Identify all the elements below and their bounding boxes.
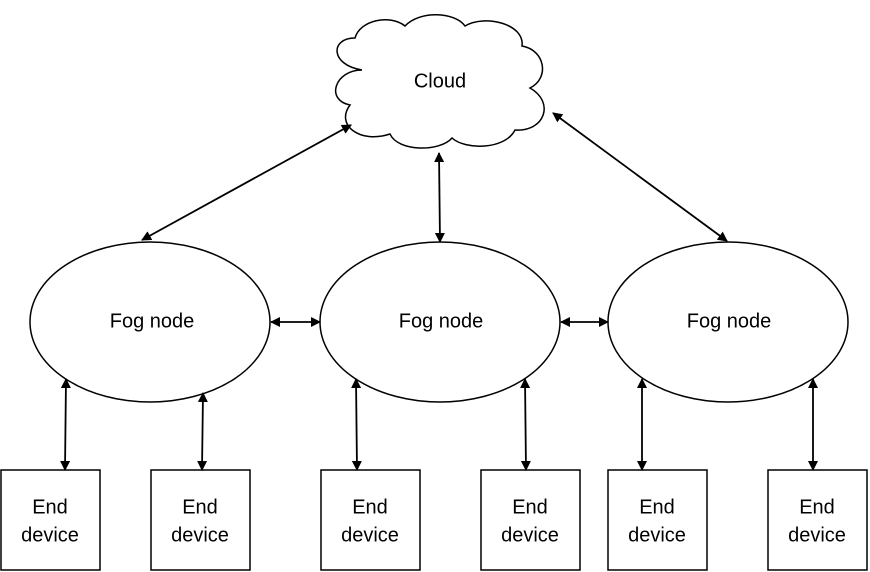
end-device-box [607, 469, 708, 571]
end-device-label-line2: device [501, 524, 559, 546]
arrow-cloud-fog-3 [552, 112, 728, 242]
end-device-2[interactable]: End device [150, 469, 251, 571]
end-device-4[interactable]: End device [480, 469, 581, 571]
arrow-fog-2-device-4 [520, 378, 531, 471]
end-device-box [320, 469, 421, 571]
end-device-label-line2: device [171, 524, 229, 546]
end-device-box [150, 469, 251, 571]
fog-node-1[interactable]: Fog node [29, 241, 271, 403]
fog-node-label: Fog node [399, 310, 484, 332]
end-device-1[interactable]: End device [0, 469, 101, 571]
end-device-label-line1: End [639, 496, 675, 518]
end-device-5[interactable]: End device [607, 469, 708, 571]
cloud-shape [334, 14, 545, 149]
end-device-label-line1: End [352, 496, 388, 518]
connectors [60, 112, 818, 471]
end-device-box [0, 469, 101, 571]
fog-node-2[interactable]: Fog node [319, 241, 561, 403]
end-device-label-line2: device [788, 524, 846, 546]
fog-node-3[interactable]: Fog node [607, 241, 849, 403]
end-device-label-line2: device [341, 524, 399, 546]
arrow-fog-1-device-1 [60, 378, 71, 471]
arrow-cloud-fog-1 [141, 124, 352, 241]
cloud-node[interactable]: Cloud [334, 14, 545, 149]
fog-node-label: Fog node [687, 310, 772, 332]
end-device-box [480, 469, 581, 571]
arrow-fog-2-device-3 [351, 378, 362, 471]
fog-node-label: Fog node [110, 310, 195, 332]
end-device-3[interactable]: End device [320, 469, 421, 571]
arrow-cloud-fog-2 [434, 152, 445, 243]
end-device-label-line2: device [628, 524, 686, 546]
end-device-6[interactable]: End device [767, 469, 868, 571]
end-device-label-line1: End [799, 496, 835, 518]
end-device-label-line1: End [32, 496, 68, 518]
cloud-label: Cloud [414, 70, 466, 92]
end-device-label-line1: End [182, 496, 218, 518]
arrow-fog-1-device-2 [197, 392, 208, 471]
end-device-label-line1: End [512, 496, 548, 518]
end-device-label-line2: device [21, 524, 79, 546]
end-device-box [767, 469, 868, 571]
